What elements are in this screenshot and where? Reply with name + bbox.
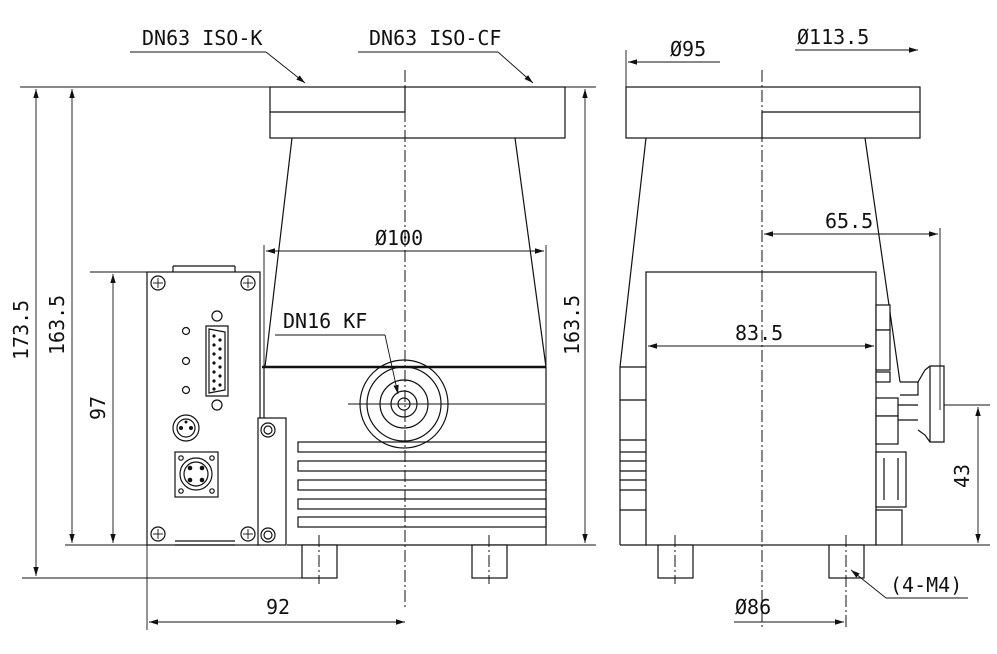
- round-connector-icon: [172, 414, 200, 442]
- label-dim-43: 43: [950, 464, 974, 488]
- side-feet: [657, 535, 865, 630]
- side-cone: [619, 137, 901, 383]
- label-dia-95: Ø95: [670, 37, 706, 61]
- cooling-fins: [297, 441, 547, 528]
- label-dia-100: Ø100: [375, 226, 423, 250]
- label-flange-cf: DN63 ISO-CF: [369, 26, 501, 50]
- power-connector-icon: [174, 451, 219, 498]
- led-indicators: [181, 326, 191, 395]
- label-dia-113: Ø113.5: [797, 25, 869, 49]
- label-height-173: 173.5: [9, 300, 33, 360]
- label-width-92: 92: [266, 595, 290, 619]
- front-view: DN63 ISO-K DN63 ISO-CF Ø100 DN16 KF 92 1…: [9, 26, 596, 630]
- dimension-lines-side: [625, 47, 990, 625]
- screw-icon: [150, 275, 276, 543]
- label-flange-k: DN63 ISO-K: [142, 26, 262, 50]
- label-height-163-left: 163.5: [45, 295, 69, 355]
- side-right-details: [875, 304, 945, 546]
- label-dim-83: 83.5: [735, 321, 783, 345]
- controller-box: [146, 265, 287, 546]
- side-body: [645, 271, 877, 546]
- label-height-163-right: 163.5: [560, 295, 584, 355]
- label-dim-65: 65.5: [825, 209, 873, 233]
- label-height-97: 97: [86, 396, 110, 420]
- db15-connector-icon: [205, 310, 229, 411]
- front-feet: [301, 535, 508, 584]
- side-view: Ø95 Ø113.5 65.5 83.5 43 Ø86 (4-M4): [619, 25, 990, 630]
- label-thread-note: (4-M4): [890, 573, 962, 597]
- dimension-lines-front: [20, 51, 596, 630]
- side-left-fins: [619, 366, 646, 546]
- label-port-kf: DN16 KF: [283, 309, 367, 333]
- kf-port: [348, 359, 545, 449]
- label-dia-86: Ø86: [735, 595, 771, 619]
